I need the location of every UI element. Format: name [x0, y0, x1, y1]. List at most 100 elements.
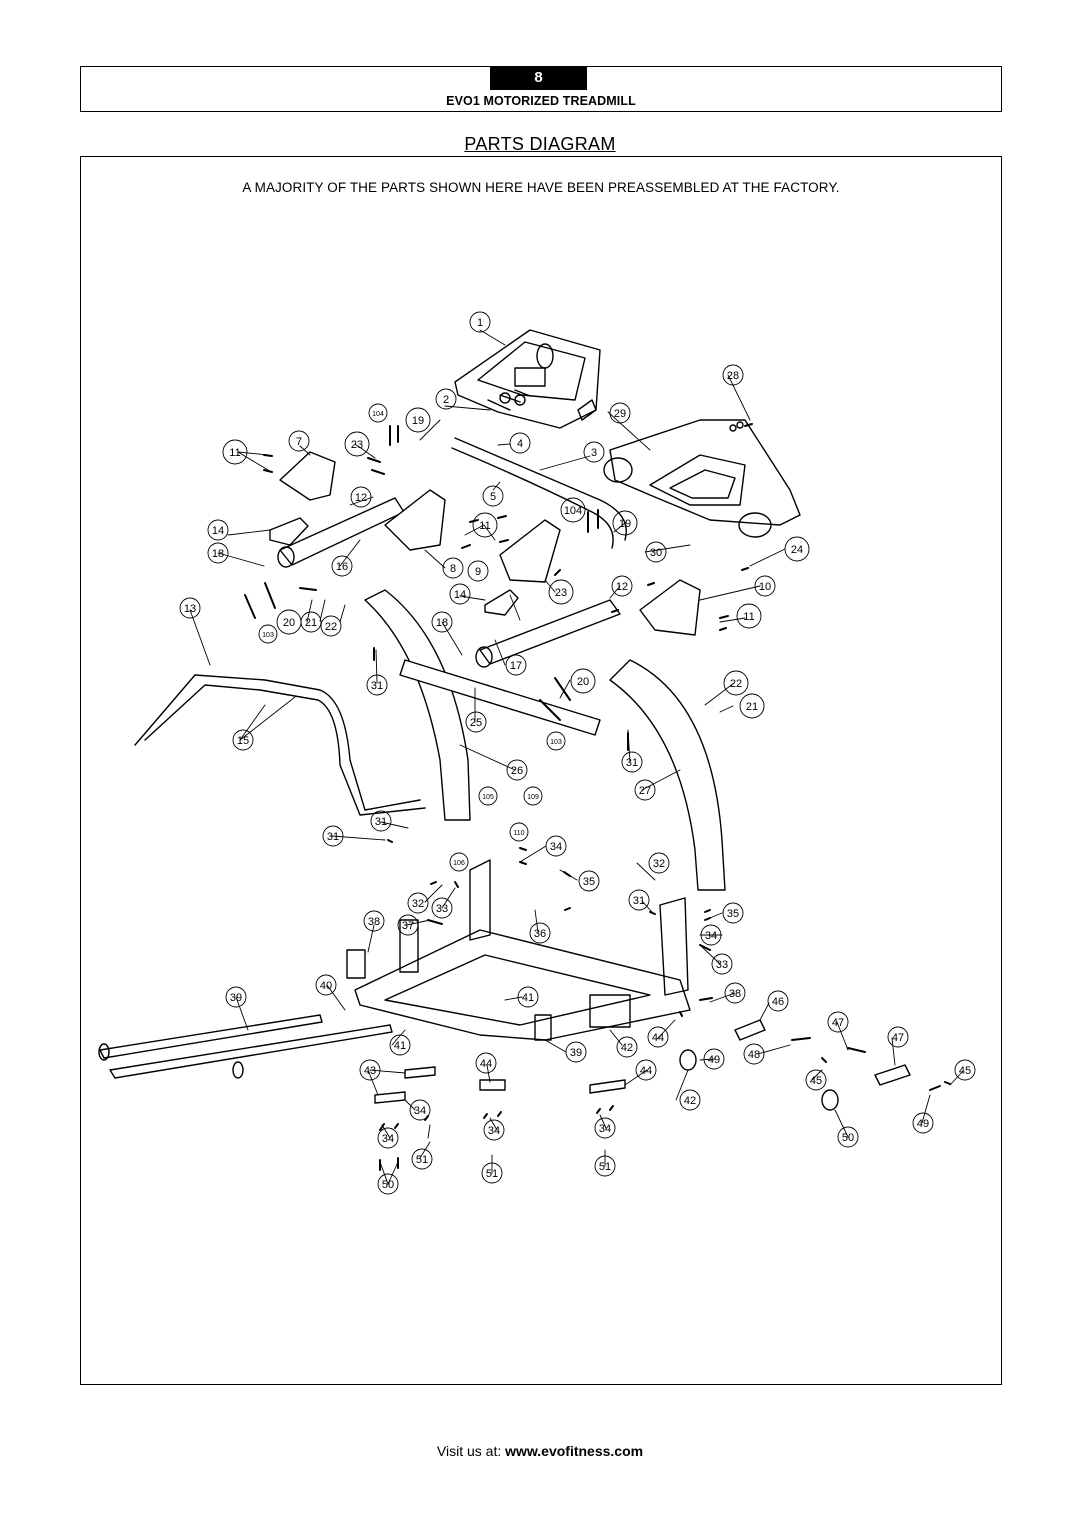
callout-label: 32 — [653, 858, 665, 870]
callout-label: 22 — [730, 678, 742, 690]
callout-label: 43 — [364, 1065, 376, 1077]
callout-label: 27 — [639, 785, 651, 797]
leader-lines — [189, 329, 964, 1185]
callout-label: 20 — [577, 676, 589, 688]
callout-label: 39 — [230, 992, 242, 1004]
base-frame-drawing — [354, 859, 691, 1041]
callout-label: 44 — [640, 1065, 652, 1077]
callout-label: 13 — [184, 603, 196, 615]
callout-label: 15 — [237, 735, 249, 747]
callout-label: 21 — [305, 617, 317, 629]
callout-label: 7 — [296, 436, 302, 448]
pads-drawing — [346, 949, 911, 1111]
callout-label: 32 — [412, 898, 424, 910]
callout-label: 31 — [371, 680, 383, 692]
callout-label: 44 — [480, 1058, 492, 1070]
callout-label: 35 — [727, 908, 739, 920]
crossbar-drawing — [399, 659, 601, 736]
callout-label: 10 — [759, 581, 771, 593]
footer-url[interactable]: www.evofitness.com — [505, 1443, 644, 1459]
callout-label: 19 — [619, 518, 631, 530]
callout-label: 45 — [959, 1065, 971, 1077]
hand-grip-drawing — [134, 674, 426, 816]
callout-label: 21 — [746, 701, 758, 713]
callout-label: 14 — [454, 589, 466, 601]
callout-label: 47 — [832, 1017, 844, 1029]
callout-label: 31 — [375, 816, 387, 828]
callout-label: 40 — [320, 980, 332, 992]
callout-label: 18 — [212, 548, 224, 560]
callout-label: 42 — [621, 1042, 633, 1054]
callout-label: 105 — [482, 794, 494, 801]
callout-label: 109 — [527, 794, 539, 801]
callout-label: 1 — [477, 317, 483, 329]
callout-label: 23 — [351, 439, 363, 451]
callout-label: 25 — [470, 717, 482, 729]
callout-label: 34 — [705, 930, 717, 942]
callout-label: 8 — [450, 563, 456, 575]
diagram-frame — [80, 156, 1002, 1385]
callout-label: 45 — [810, 1075, 822, 1087]
upright-left-drawing — [364, 589, 471, 821]
callout-label: 31 — [626, 757, 638, 769]
callout-label: 4 — [517, 438, 523, 450]
callout-label: 48 — [748, 1049, 760, 1061]
callout-label: 104 — [372, 411, 384, 418]
callout-label: 30 — [650, 547, 662, 559]
callout-label: 35 — [583, 876, 595, 888]
callout-label: 11 — [229, 447, 240, 459]
callout-labels: 1 2 3 4 5 7 8 9 10 11 11 11 12 12 13 14 … — [179, 311, 976, 1195]
callout-label: 34 — [488, 1125, 500, 1137]
callout-label: 34 — [382, 1133, 394, 1145]
callout-label: 18 — [436, 617, 448, 629]
callout-label: 42 — [684, 1095, 696, 1107]
callout-label: 11 — [743, 611, 754, 623]
callout-label: 47 — [892, 1032, 904, 1044]
callout-label: 12 — [616, 581, 628, 593]
handle-tube-drawing — [451, 437, 627, 549]
callout-label: 51 — [416, 1154, 428, 1166]
callout-label: 34 — [414, 1105, 426, 1117]
callout-label: 28 — [727, 370, 739, 382]
callout-label: 103 — [550, 739, 562, 746]
footer-prefix: Visit us at: — [436, 1443, 506, 1459]
callout-label: 41 — [522, 992, 534, 1004]
rear-rail-drawing — [98, 1014, 393, 1079]
callout-label: 5 — [490, 491, 496, 503]
callout-label: 17 — [510, 660, 522, 672]
callout-label: 33 — [716, 959, 728, 971]
callout-label: 51 — [486, 1168, 498, 1180]
left-handle-drawing — [269, 451, 446, 568]
callout-circles — [179, 311, 976, 1195]
callout-label: 50 — [842, 1132, 854, 1144]
callout-label: 33 — [436, 903, 448, 915]
callout-label: 44 — [652, 1032, 664, 1044]
callout-label: 3 — [591, 447, 597, 459]
callout-label: 16 — [336, 561, 348, 573]
page-number-badge: 8 — [490, 66, 587, 90]
callout-label: 31 — [633, 895, 645, 907]
callout-label: 38 — [368, 916, 380, 928]
section-title: PARTS DIAGRAM — [464, 134, 616, 154]
callout-label: 12 — [355, 492, 367, 504]
callout-label: 26 — [511, 765, 523, 777]
callout-label: 50 — [382, 1179, 394, 1191]
callout-label: 14 — [212, 525, 224, 537]
callout-label: 104 — [564, 505, 582, 517]
callout-label: 106 — [453, 860, 465, 867]
callout-label: 34 — [599, 1123, 611, 1135]
callout-label: 19 — [412, 415, 424, 427]
callout-label: 51 — [599, 1161, 611, 1173]
upright-right-drawing — [609, 659, 726, 891]
callout-label: 49 — [708, 1054, 720, 1066]
footer: Visit us at: www.evofitness.com — [0, 1443, 1080, 1459]
callout-label: 23 — [555, 587, 567, 599]
callout-label: 22 — [325, 621, 337, 633]
callout-label: 38 — [729, 988, 741, 1000]
callout-label: 31 — [327, 831, 339, 843]
callout-label: 41 — [394, 1040, 406, 1052]
callout-label: 24 — [791, 544, 803, 556]
preassembly-note: A MAJORITY OF THE PARTS SHOWN HERE HAVE … — [242, 180, 840, 195]
callout-label: 103 — [262, 632, 274, 639]
